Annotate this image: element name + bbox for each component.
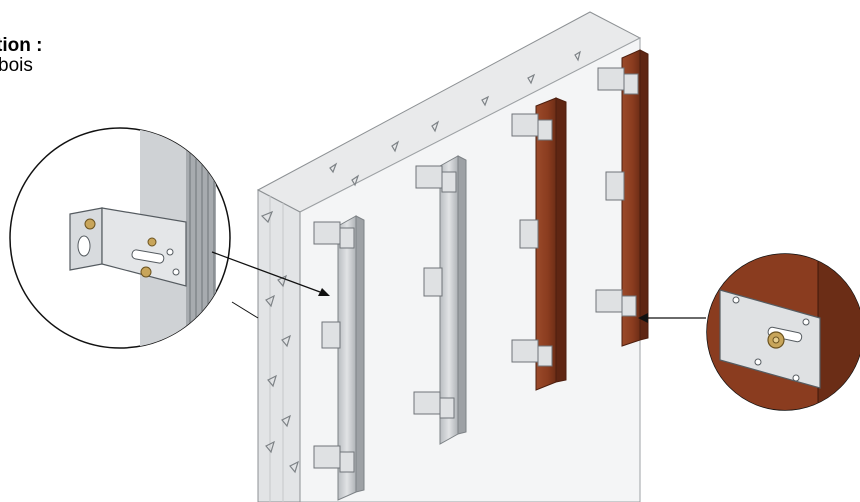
bracket-icon — [313, 67, 639, 473]
metal-rail-2 — [439, 155, 467, 445]
detail-circle-right — [706, 253, 860, 411]
detail-circle-left — [9, 127, 259, 349]
callout-arrow-right — [638, 313, 706, 323]
caption-subtitle: bois — [0, 54, 33, 76]
bolt-icon — [84, 218, 157, 278]
wall-anchor-triangle-icon — [260, 50, 581, 474]
wall-side-face — [257, 189, 301, 502]
caption: tion : bois — [0, 36, 42, 76]
caption-title: tion : — [0, 35, 43, 56]
callout-arrow-left — [211, 251, 330, 296]
wood-batten-2 — [621, 49, 649, 347]
bolt-icon — [767, 331, 785, 349]
wood-batten-1 — [535, 97, 567, 391]
metal-rail-1 — [337, 215, 365, 501]
